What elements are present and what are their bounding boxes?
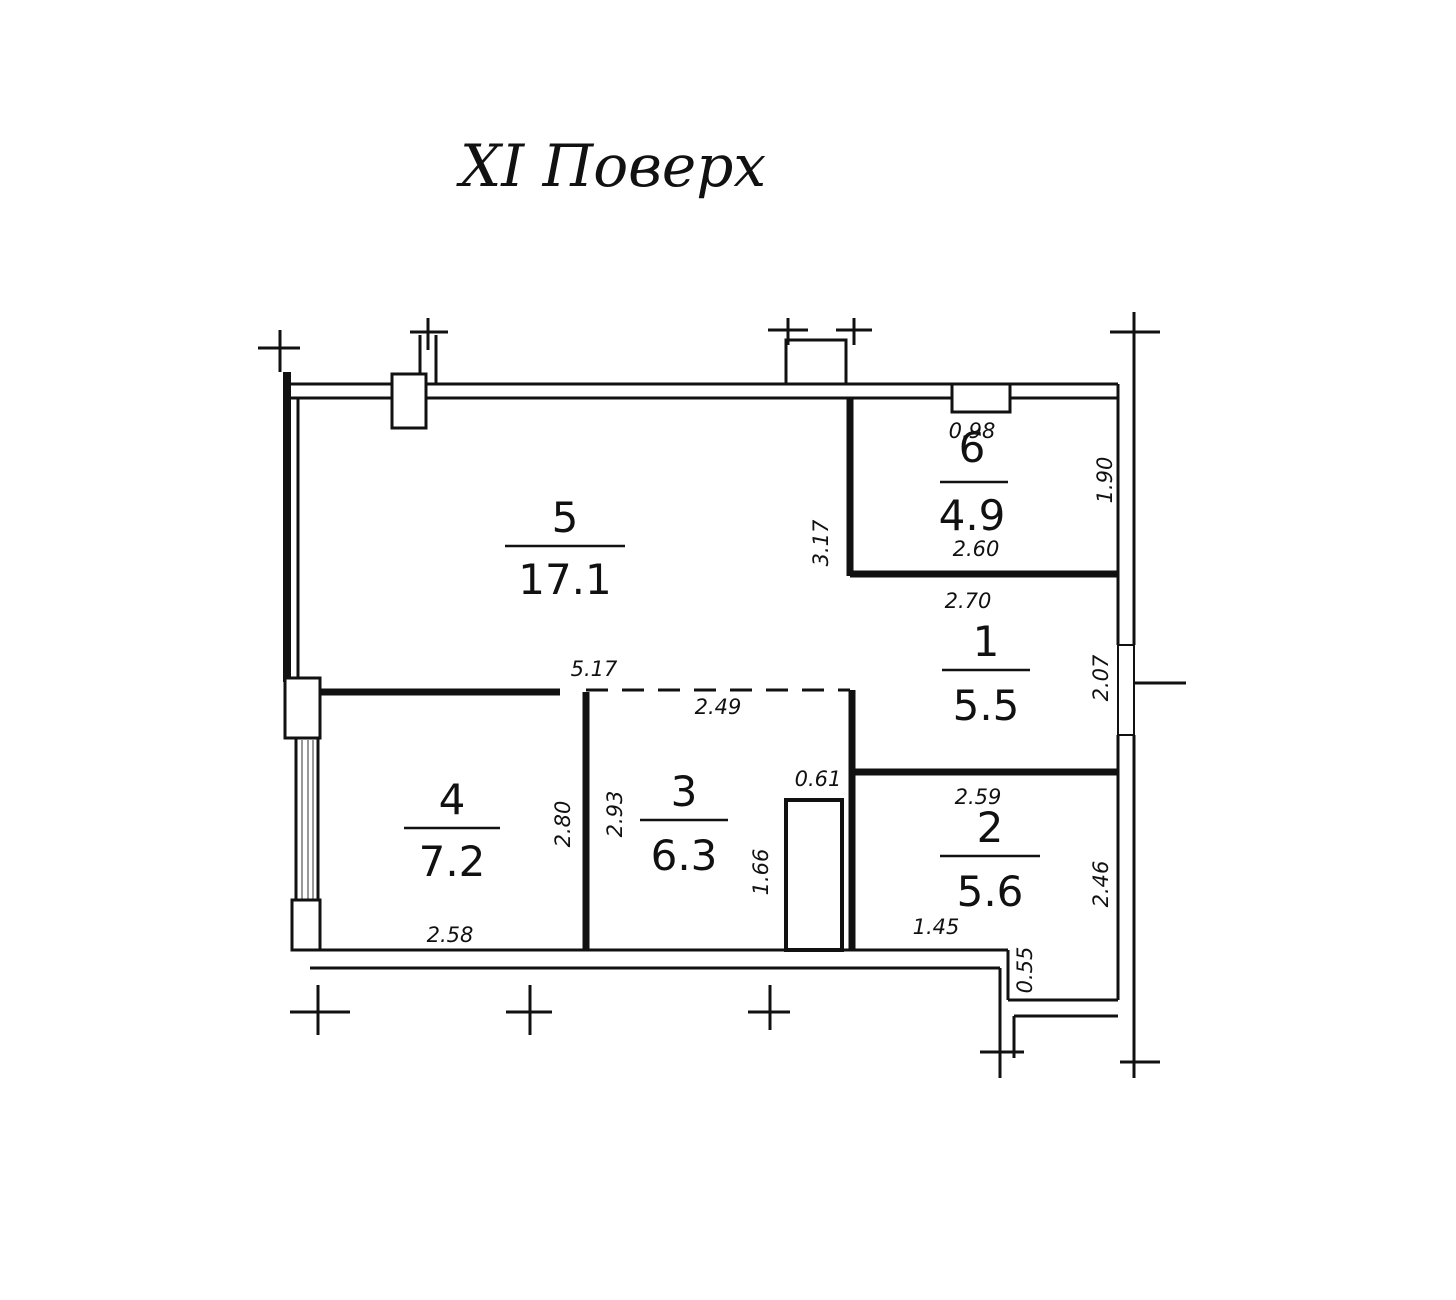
room-6-area: 4.9 bbox=[939, 491, 1006, 540]
room-6-number: 6 bbox=[959, 423, 986, 472]
dimension-labels: 5.17 2.49 3.17 0.98 1.90 2.60 2.70 2.07 … bbox=[427, 419, 1117, 993]
dim-1-90: 1.90 bbox=[1093, 457, 1117, 504]
room-3-number: 3 bbox=[671, 767, 698, 816]
axis-ticks bbox=[258, 312, 1186, 1078]
dim-5-17: 5.17 bbox=[571, 657, 618, 681]
dim-2-70: 2.70 bbox=[945, 589, 992, 613]
dim-2-59: 2.59 bbox=[955, 785, 1002, 809]
dim-1-66: 1.66 bbox=[749, 849, 773, 896]
ducts bbox=[390, 335, 1012, 430]
room-1-number: 1 bbox=[973, 617, 1000, 666]
room-5-number: 5 bbox=[552, 493, 579, 542]
dim-1-45: 1.45 bbox=[913, 915, 960, 939]
room-1-area: 5.5 bbox=[953, 681, 1020, 730]
room-5-area: 17.1 bbox=[518, 555, 612, 604]
dim-2-80: 2.80 bbox=[551, 801, 575, 848]
room-3-area: 6.3 bbox=[651, 831, 718, 880]
floor-title: XI Поверх bbox=[456, 132, 766, 200]
outer-walls bbox=[283, 330, 1136, 1062]
dim-0-98: 0.98 bbox=[949, 419, 996, 443]
dim-0-55: 0.55 bbox=[1013, 947, 1037, 994]
dim-2-46: 2.46 bbox=[1089, 861, 1113, 908]
dim-2-07: 2.07 bbox=[1089, 654, 1113, 701]
dim-2-49: 2.49 bbox=[695, 695, 742, 719]
dim-2-93: 2.93 bbox=[603, 791, 627, 838]
room-4: 4 7.2 bbox=[404, 775, 500, 886]
room-5: 5 17.1 bbox=[505, 493, 625, 604]
room-2-number: 2 bbox=[977, 803, 1004, 852]
room-1: 1 5.5 bbox=[942, 617, 1030, 730]
room-4-number: 4 bbox=[439, 775, 466, 824]
room-4-area: 7.2 bbox=[419, 837, 486, 886]
dim-2-58: 2.58 bbox=[427, 923, 474, 947]
room-3: 3 6.3 bbox=[640, 767, 728, 880]
room-2-area: 5.6 bbox=[957, 867, 1024, 916]
dim-2-60: 2.60 bbox=[953, 537, 1000, 561]
dim-0-61: 0.61 bbox=[795, 767, 842, 791]
room-2: 2 5.6 bbox=[940, 803, 1040, 916]
room-6: 6 4.9 bbox=[939, 423, 1008, 540]
partitions bbox=[320, 398, 1118, 952]
dim-3-17: 3.17 bbox=[809, 519, 833, 566]
